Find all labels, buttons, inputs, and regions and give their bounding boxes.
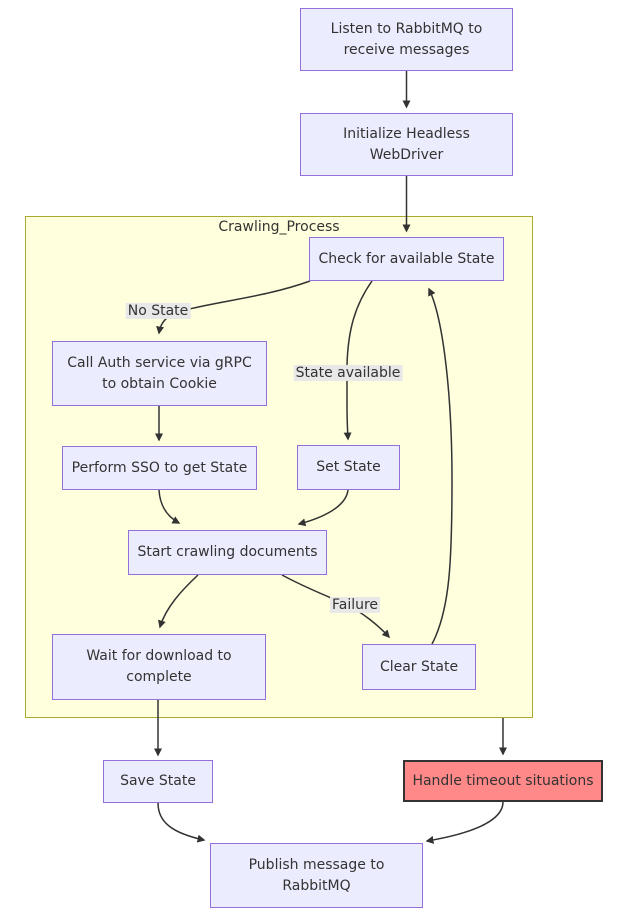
- edge-label-failure: Failure: [329, 596, 381, 614]
- edge-savestate-to-publish: [157, 802, 206, 843]
- node-start-crawling: Start crawling documents: [128, 530, 327, 575]
- edge-label-state-available: State available: [293, 364, 403, 382]
- node-wait-download: Wait for download to complete: [52, 634, 266, 700]
- node-perform-sso: Perform SSO to get State: [62, 446, 257, 490]
- node-set-state: Set State: [297, 445, 400, 490]
- edge-label-no-state: No State: [125, 302, 191, 320]
- node-check-available-state: Check for available State: [309, 237, 504, 281]
- node-listen-rabbitmq: Listen to RabbitMQ to receive messages: [300, 8, 513, 71]
- node-call-auth-grpc: Call Auth service via gRPC to obtain Coo…: [52, 341, 267, 406]
- edge-handletimeout-to-publish: [425, 801, 504, 844]
- node-clear-state: Clear State: [362, 644, 476, 690]
- node-publish-rabbitmq: Publish message to RabbitMQ: [210, 843, 423, 908]
- node-save-state: Save State: [103, 760, 213, 803]
- node-handle-timeout: Handle timeout situations: [403, 760, 603, 802]
- subgraph-title: Crawling_Process: [218, 219, 340, 235]
- node-initialize-webdriver: Initialize Headless WebDriver: [300, 113, 513, 176]
